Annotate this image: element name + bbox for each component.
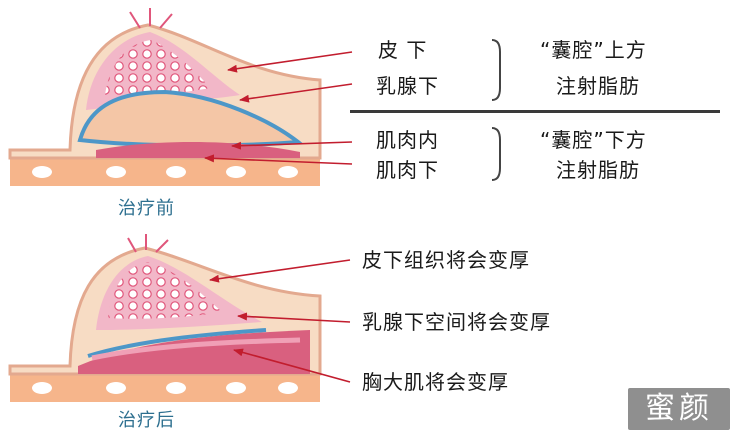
bracket-lower <box>491 127 501 181</box>
label-submammary: 乳腺下 <box>376 74 439 98</box>
label-submuscular: 肌肉下 <box>376 158 439 182</box>
label-after-submammary: 乳腺下空间将会变厚 <box>362 310 551 334</box>
nipple-ducts <box>129 8 173 29</box>
watermark-logo: 蜜颜 <box>628 388 730 430</box>
label-intramuscular: 肌肉内 <box>376 128 439 152</box>
caption-after: 治疗后 <box>118 410 175 431</box>
chest-wall-band <box>10 158 320 186</box>
arrow-after-subcutaneous <box>209 259 351 283</box>
rib-ovals <box>32 166 298 178</box>
label-after-pectoral: 胸大肌将会变厚 <box>362 370 509 394</box>
group-divider <box>350 110 720 113</box>
arrow-submuscular <box>204 154 353 165</box>
nipple-ducts-after <box>127 234 169 253</box>
pointer-arrows <box>204 51 353 383</box>
rib-ovals-after <box>32 382 298 394</box>
arrow-after-pectoral <box>233 348 351 383</box>
arrow-subcutaneous <box>227 51 353 73</box>
label-after-subcutaneous: 皮下组织将会变厚 <box>362 248 530 272</box>
group-above-line1: “囊腔”上方 <box>540 38 647 62</box>
muscle-highlight-after <box>91 337 301 361</box>
chest-wall-band-after <box>10 374 320 402</box>
arrow-submammary <box>239 83 353 103</box>
group-below-line2: 注射脂肪 <box>556 158 640 182</box>
lobules-after <box>108 262 222 319</box>
group-above-line2: 注射脂肪 <box>556 74 640 98</box>
caption-before: 治疗前 <box>118 198 175 219</box>
bracket-upper <box>491 39 501 101</box>
group-below-line1: “囊腔”下方 <box>540 128 647 152</box>
arrow-intramuscular <box>231 141 353 150</box>
implant-after <box>87 328 267 358</box>
after-illustration <box>8 234 322 402</box>
lobules <box>105 40 210 96</box>
before-illustration <box>8 8 322 186</box>
label-subcutaneous: 皮 下 <box>378 38 428 62</box>
arrow-after-submammary <box>237 312 351 323</box>
